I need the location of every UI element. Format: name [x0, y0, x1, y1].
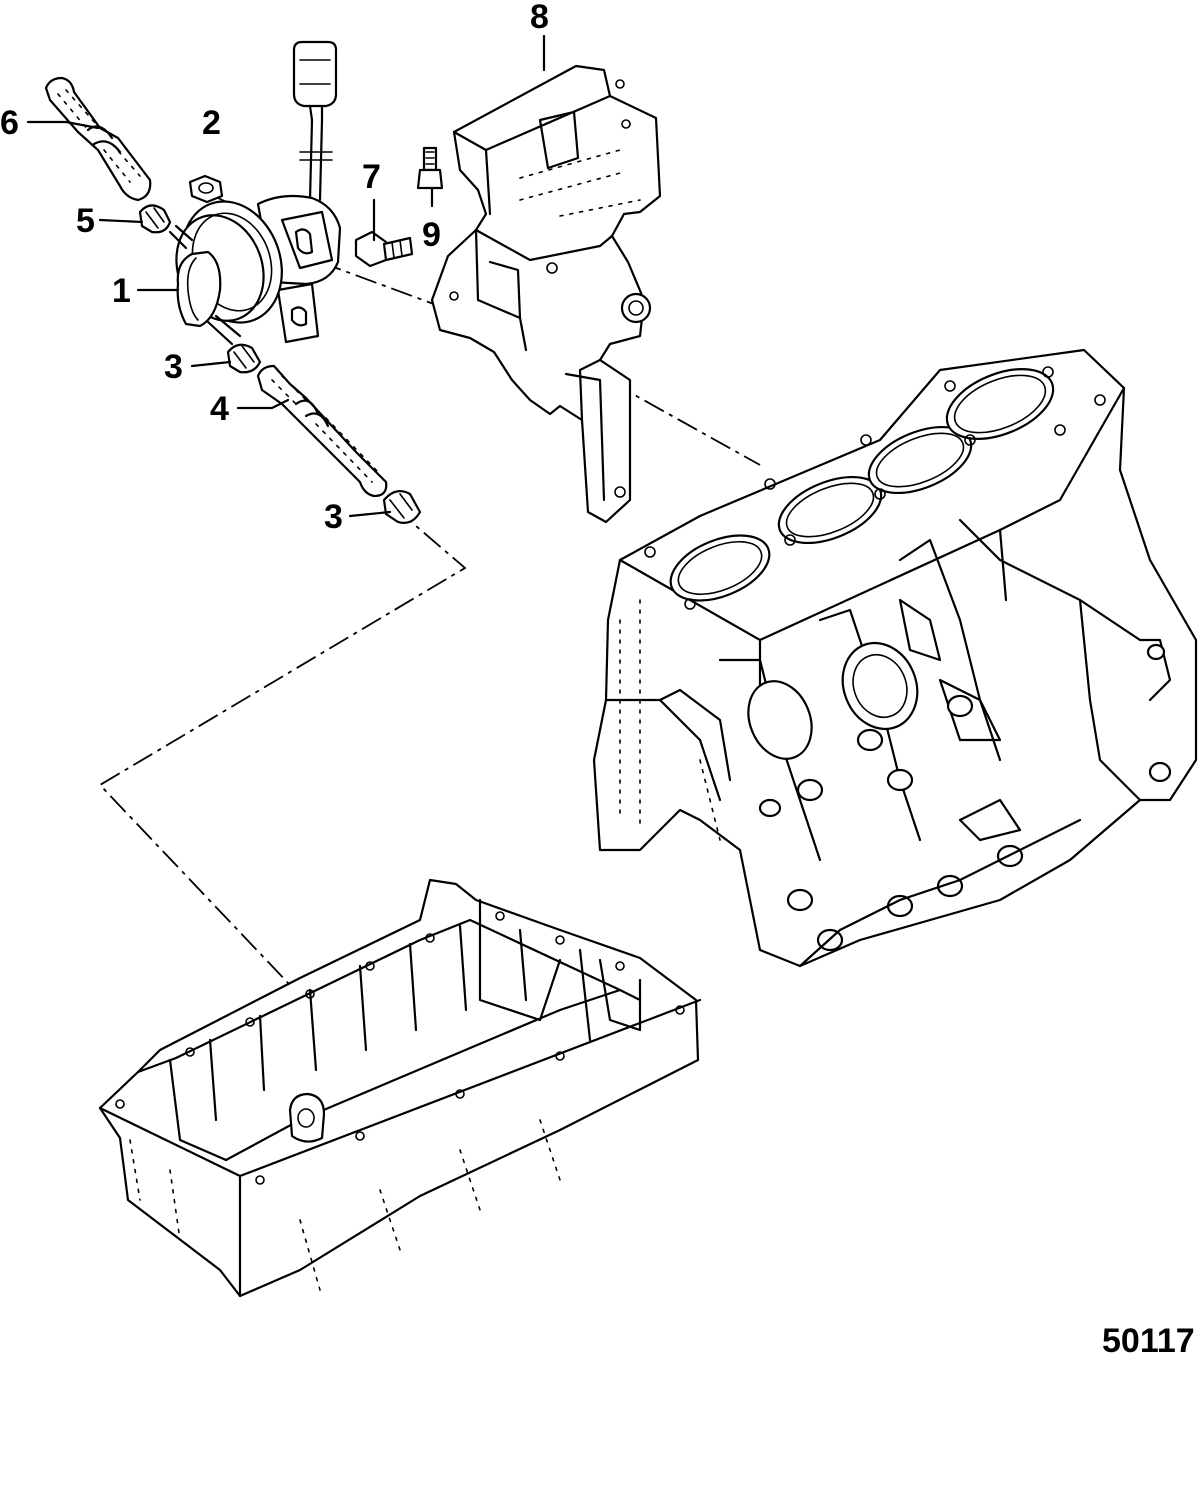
callout-2: 2: [202, 104, 221, 142]
sensor-housing-1: [168, 40, 342, 346]
hose-lower: [256, 364, 388, 498]
callout-labels: 6 2 5 1 3 4 3 7 8 9: [0, 0, 549, 536]
callout-3-upper: 3: [164, 348, 183, 386]
callout-1: 1: [112, 272, 131, 310]
engine-block: [592, 348, 1198, 968]
mounting-bracket-8: [430, 64, 662, 524]
callout-7: 7: [362, 158, 381, 196]
hose-clamp-3-lower: [382, 489, 422, 524]
screw-9: [416, 146, 444, 190]
hose-clamp-5: [138, 204, 172, 234]
callout-5: 5: [76, 202, 95, 240]
hose-upper: [44, 76, 152, 202]
nut-2: [188, 174, 263, 219]
oil-pan: [98, 878, 702, 1298]
callout-6: 6: [0, 104, 19, 142]
drawing-number: 50117: [1102, 1322, 1195, 1360]
callout-3-lower: 3: [324, 498, 343, 536]
callout-4: 4: [210, 390, 229, 428]
leader-lines: [26, 34, 546, 518]
hose-clamp-3-upper: [226, 343, 262, 374]
bolt-7: [354, 230, 414, 268]
callout-9: 9: [422, 216, 441, 254]
callout-8: 8: [530, 0, 549, 36]
